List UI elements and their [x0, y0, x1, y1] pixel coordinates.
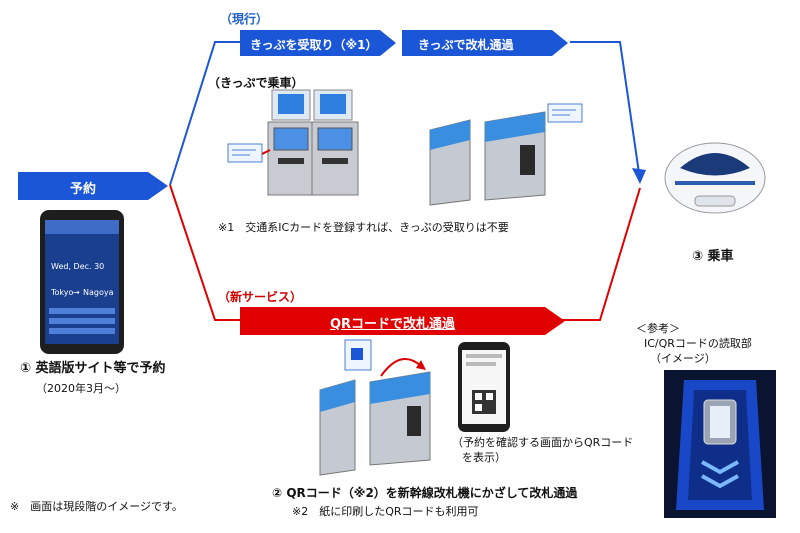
- step3-label: ③ 乗車: [692, 249, 734, 264]
- new-service-label: （新サービス）: [218, 290, 303, 304]
- disclaimer: ※ 画面は現段階のイメージです。: [10, 500, 183, 513]
- reader-label-1: IC/QRコードの読取部: [644, 337, 752, 350]
- note1: ※1 交通系ICカードを登録すれば、きっぷの受取りは不要: [218, 221, 509, 234]
- shinkansen-icon: [664, 142, 766, 214]
- qr-screen-note-2: を表示）: [462, 451, 506, 464]
- current-label: （現行）: [220, 12, 269, 26]
- receive-ticket-arrow: [240, 30, 396, 56]
- blue-arrowhead: [632, 168, 646, 184]
- qr-gate-illustration: [319, 371, 431, 476]
- receive-ticket-label: きっぷを受取り（※1）: [250, 38, 378, 52]
- blue-flow-line-left: [169, 41, 240, 186]
- ticket-machine-illustration: [267, 89, 359, 196]
- step1-label: ① 英語版サイト等で予約: [20, 361, 166, 376]
- ticket-gate-illustration: [429, 111, 546, 206]
- phone-to: Nagoya: [83, 288, 114, 297]
- step2-note: ※2 紙に印刷したQRコードも利用可: [292, 505, 479, 518]
- smartphone: Wed, Dec. 30 Tokyo → Nagoya: [40, 210, 124, 354]
- smartphone-screen: Wed, Dec. 30 Tokyo → Nagoya: [45, 220, 119, 344]
- qr-code-icon: [472, 390, 496, 414]
- reserve-arrow-label: 予約: [70, 182, 97, 197]
- reader-photo: [664, 370, 776, 518]
- phone-from: Tokyo: [51, 288, 74, 297]
- red-flow-line-left: [169, 184, 240, 321]
- ticket-icon-gate: [547, 103, 583, 123]
- gate-ticket-arrow: [402, 30, 568, 56]
- phone-date: Wed, Dec. 30: [51, 262, 105, 271]
- qr-smartphone-screen: [462, 350, 506, 424]
- qr-smartphone: [458, 342, 510, 432]
- step2-label: ② QRコード（※2）を新幹線改札機にかざして改札通過: [272, 486, 578, 500]
- reader-label-2: （イメージ）: [650, 352, 716, 365]
- red-flow-line-right: [560, 187, 641, 321]
- reserve-arrow: [18, 172, 168, 200]
- reference-label: ＜参考＞: [636, 322, 680, 335]
- step1-date: （2020年3月～）: [36, 382, 126, 395]
- reader-device-icon: [676, 380, 764, 510]
- ticket-ride-label: （きっぷで乗車）: [208, 76, 304, 90]
- qr-paper-icon: [344, 339, 372, 371]
- ticket-icon: [227, 143, 271, 163]
- blue-flow-line-right: [570, 41, 641, 181]
- qr-scan-arrow-icon: [380, 357, 426, 377]
- gate-ticket-label: きっぷで改札通過: [418, 38, 514, 52]
- qr-screen-note-1: （予約を確認する画面からQRコード: [452, 436, 634, 449]
- qr-gate-arrow: [240, 307, 565, 335]
- qr-gate-label: QRコードで改札通過: [330, 317, 456, 332]
